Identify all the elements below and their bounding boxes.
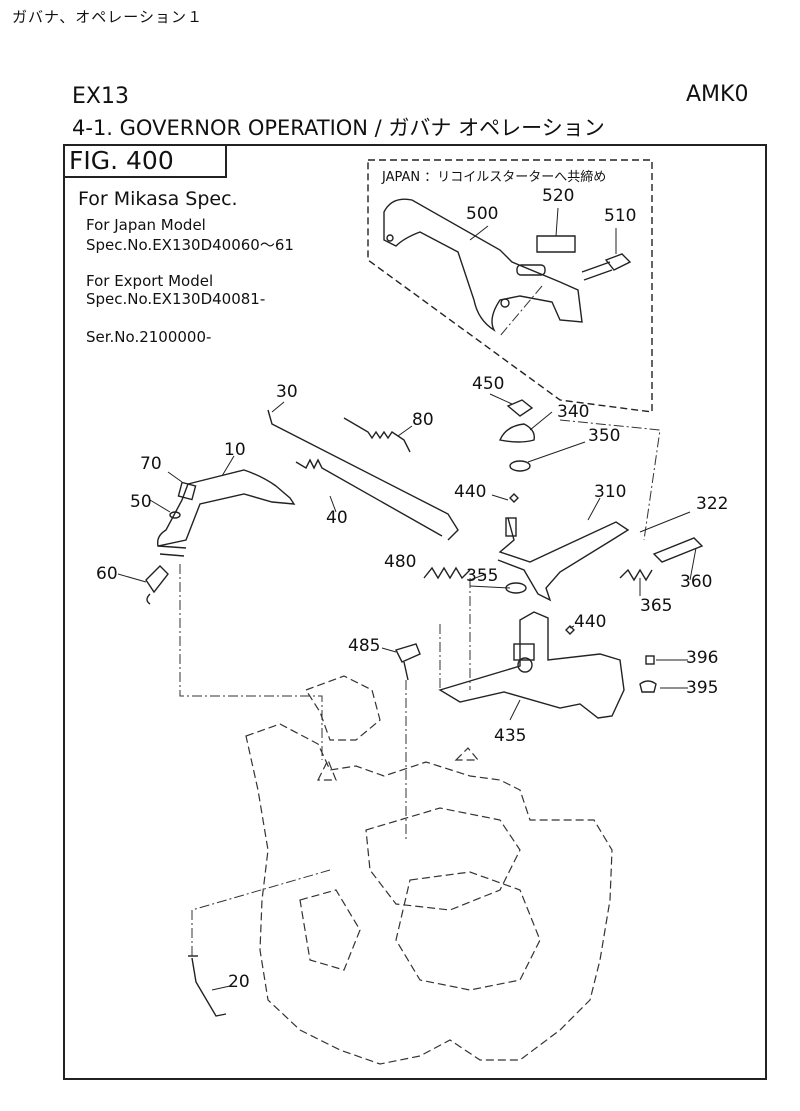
callout-500: 500	[466, 204, 499, 224]
figure-frame	[63, 144, 767, 1080]
export-spec-number: Spec.No.EX130D40081-	[86, 290, 266, 308]
part-480-spring	[423, 566, 471, 580]
callout-510: 510	[604, 206, 637, 226]
callout-435: 435	[494, 726, 527, 746]
callout-450: 450	[472, 374, 505, 394]
engine-outline	[245, 675, 613, 1065]
figure-label: FIG. 400	[63, 144, 227, 178]
callout-440-lower: 440	[574, 612, 607, 632]
callout-80: 80	[412, 410, 434, 430]
section-title: 4-1. GOVERNOR OPERATION / ガバナ オペレーション	[72, 116, 605, 140]
callout-340: 340	[557, 402, 590, 422]
callout-440-upper: 440	[454, 482, 487, 502]
part-50-clip	[169, 511, 181, 519]
part-70-nut	[177, 481, 197, 501]
part-395-clip	[639, 680, 657, 693]
part-30-rod	[267, 409, 459, 541]
part-365-spring	[619, 568, 653, 582]
part-510-bolt	[581, 253, 632, 281]
japan-model-label: For Japan Model	[86, 216, 206, 234]
part-20-rod	[191, 957, 227, 1017]
part-485-bolt	[395, 643, 421, 681]
callout-396: 396	[686, 648, 719, 668]
serial-number: Ser.No.2100000-	[86, 328, 212, 346]
callout-310: 310	[594, 482, 627, 502]
export-model-label: For Export Model	[86, 272, 214, 290]
callout-60: 60	[96, 564, 118, 584]
part-60-bolt	[145, 565, 169, 605]
catalog-code: AMK0	[686, 82, 749, 107]
japan-spec-number: Spec.No.EX130D40060～61	[86, 236, 294, 254]
page-top-note: ガバナ、オペレーション１	[12, 8, 203, 26]
japan-note: JAPAN ：リコイルスターターへ共締め	[382, 170, 607, 185]
callout-30: 30	[276, 382, 298, 402]
callout-70: 70	[140, 454, 162, 474]
part-350-washer	[509, 460, 531, 472]
spec-title: For Mikasa Spec.	[78, 188, 238, 210]
callout-10: 10	[224, 440, 246, 460]
callout-360: 360	[680, 572, 713, 592]
callout-20: 20	[228, 972, 250, 992]
part-340-plate	[499, 423, 535, 443]
part-520-label	[536, 235, 576, 253]
part-396-screw	[645, 655, 655, 665]
part-10-lever	[156, 469, 296, 547]
part-440-screw-lower	[565, 625, 575, 635]
callout-395: 395	[686, 678, 719, 698]
callout-520: 520	[542, 186, 575, 206]
callout-355: 355	[466, 566, 499, 586]
callout-350: 350	[588, 426, 621, 446]
part-440-screw-upper	[509, 493, 519, 503]
callout-50: 50	[130, 492, 152, 512]
callout-365: 365	[640, 596, 673, 616]
part-500-bracket	[383, 198, 583, 332]
part-435-bracket	[438, 611, 625, 719]
japan-inset-box	[367, 159, 653, 413]
part-360-bolt	[652, 537, 704, 563]
part-450-nut	[506, 399, 534, 417]
part-40-rod	[295, 458, 443, 537]
callout-485: 485	[348, 636, 381, 656]
model-number: EX13	[72, 84, 129, 109]
callout-480: 480	[384, 552, 417, 572]
part-310-shaft	[497, 517, 630, 602]
callout-40: 40	[326, 508, 348, 528]
callout-322: 322	[696, 494, 729, 514]
